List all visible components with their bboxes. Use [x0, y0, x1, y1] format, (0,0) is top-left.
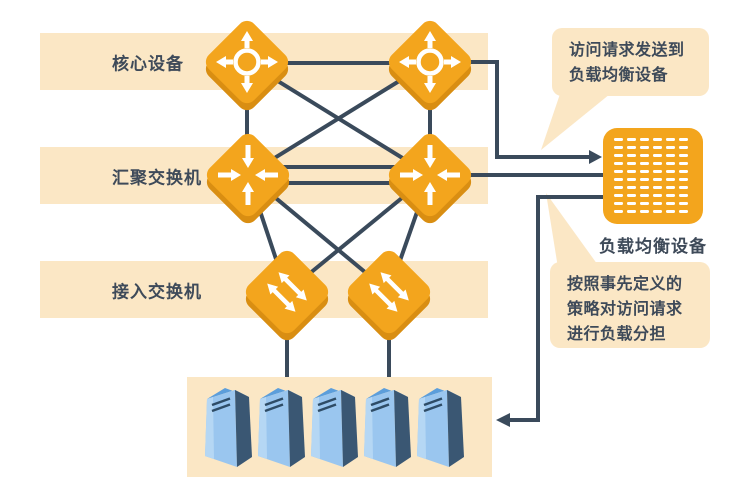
aggregation-switch-1	[198, 123, 298, 227]
callout-bottom-line-2: 策略对访问请求	[567, 298, 683, 318]
callout-top: 访问请求发送到 负载均衡设备	[552, 28, 709, 96]
aggregation-layer-label: 汇聚交换机	[112, 168, 202, 188]
callout-top-line-2: 负载均衡设备	[569, 64, 669, 84]
core-layer-label: 核心设备	[112, 54, 184, 74]
arrowhead-into-lb	[589, 150, 602, 164]
router-icon	[380, 10, 480, 114]
arrow-lb-to-servers	[510, 195, 603, 422]
callout-top-tail	[541, 94, 610, 150]
aggregation-switch-2	[380, 123, 480, 227]
access-switch-icon	[237, 240, 337, 344]
callout-bottom-line-1: 按照事先定义的	[567, 274, 683, 293]
callout-top-line-1: 访问请求发送到	[569, 40, 685, 59]
callout-bottom: 按照事先定义的 策略对访问请求 进行负载分担	[550, 262, 710, 348]
core-router-1	[197, 10, 297, 114]
load-balancer-label: 负载均衡设备	[599, 237, 707, 257]
router-icon	[197, 10, 297, 114]
server-group-band	[187, 377, 492, 477]
access-layer-label: 接入交换机	[112, 282, 202, 302]
access-switch-1	[237, 240, 337, 344]
access-switch-2	[339, 240, 439, 344]
callout-bottom-line-3: 进行负载分担	[567, 323, 667, 343]
core-router-2	[380, 10, 480, 114]
arrowhead-into-servers	[496, 413, 510, 427]
access-switch-icon	[339, 240, 439, 344]
load-balancer-icon	[614, 138, 692, 216]
callout-bottom-tail	[546, 193, 600, 268]
aggregation-switch-icon	[380, 123, 480, 227]
arrow-core2-to-lb	[450, 60, 589, 159]
load-balancer-device	[603, 128, 703, 224]
aggregation-switch-icon	[198, 123, 298, 227]
